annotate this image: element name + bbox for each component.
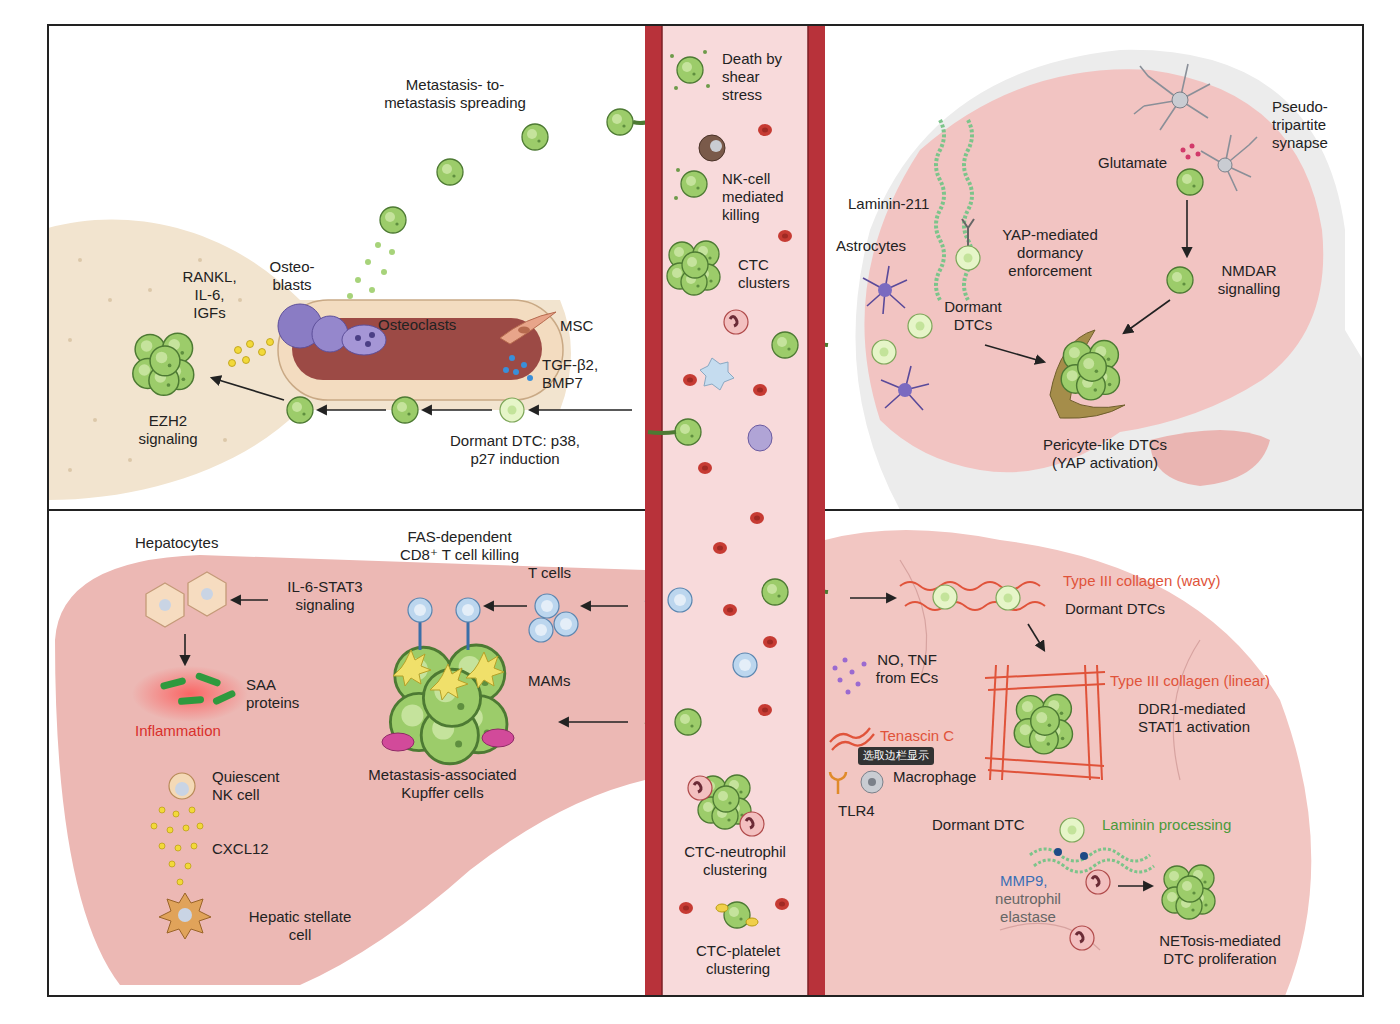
annotation-label: Hepatic stellate cell (245, 908, 355, 944)
annotation-label: Dormant DTCs (1065, 600, 1165, 618)
annotation-label: RANKL, IL-6, IGFs (182, 268, 237, 322)
annotation-label: Macrophage (893, 768, 976, 786)
annotation-label: Laminin-211 (848, 195, 929, 213)
annotation-label: MSC (560, 317, 593, 335)
annotation-label: Osteo- blasts (262, 258, 322, 294)
annotation-label: Dormant DTCs (936, 298, 1010, 334)
annotation-label: YAP-mediated dormancy enforcement (984, 226, 1116, 280)
annotation-label: Type III collagen (wavy) (1063, 572, 1221, 590)
annotation-label: Glutamate (1098, 154, 1167, 172)
annotation-label: Dormant DTC (932, 816, 1025, 834)
annotation-label: Tenascin C (880, 727, 954, 745)
annotation-label: Metastasis- to-metastasis spreading (380, 76, 530, 112)
annotation-label: CTC-neutrophil clustering (670, 843, 800, 879)
annotation-label: FAS-dependent CD8⁺ T cell killing (392, 528, 527, 564)
tooltip-box: 选取边栏显示 (858, 747, 934, 765)
annotation-label: CXCL12 (212, 840, 269, 858)
annotation-label: Pericyte-like DTCs (YAP activation) (1030, 436, 1180, 472)
tooltip-text: 选取边栏显示 (863, 749, 929, 762)
annotation-label: MAMs (528, 672, 571, 690)
annotation-label: EZH2 signaling (128, 412, 208, 448)
annotation-label: Laminin processing (1102, 816, 1231, 834)
annotation-label: neutrophil elastase (986, 890, 1070, 926)
annotation-label: T cells (528, 564, 571, 582)
annotation-label: NETosis-mediated DTC proliferation (1145, 932, 1295, 968)
annotation-label: Dormant DTC: p38, p27 induction (440, 432, 590, 468)
annotation-label: DDR1-mediated STAT1 activation (1138, 700, 1278, 736)
annotation-label: Metastasis-associated Kupffer cells (355, 766, 530, 802)
annotation-label: Hepatocytes (135, 534, 218, 552)
annotation-label: IL-6-STAT3 signaling (275, 578, 375, 614)
annotation-label: Quiescent NK cell (212, 768, 294, 804)
annotation-label: Inflammation (135, 722, 221, 740)
annotation-label: Death by shear stress (722, 50, 794, 104)
annotation-label: CTC clusters (738, 256, 798, 292)
annotation-label: Pseudo- tripartite synapse (1272, 98, 1348, 152)
annotation-label: TLR4 (838, 802, 875, 820)
annotation-label: Osteoclasts (378, 316, 456, 334)
annotation-label: NK-cell mediated killing (722, 170, 802, 224)
annotation-label: TGF-β2, BMP7 (542, 356, 604, 392)
annotation-label: MMP9, (1000, 872, 1048, 890)
annotation-label: Type III collagen (linear) (1110, 672, 1270, 690)
annotation-label: SAA proteins (246, 676, 311, 712)
annotation-label: Astrocytes (836, 237, 906, 255)
annotation-label: NO, TNF from ECs (862, 651, 952, 687)
annotation-label: NMDAR signalling (1204, 262, 1294, 298)
annotation-label: CTC-platelet clustering (678, 942, 798, 978)
